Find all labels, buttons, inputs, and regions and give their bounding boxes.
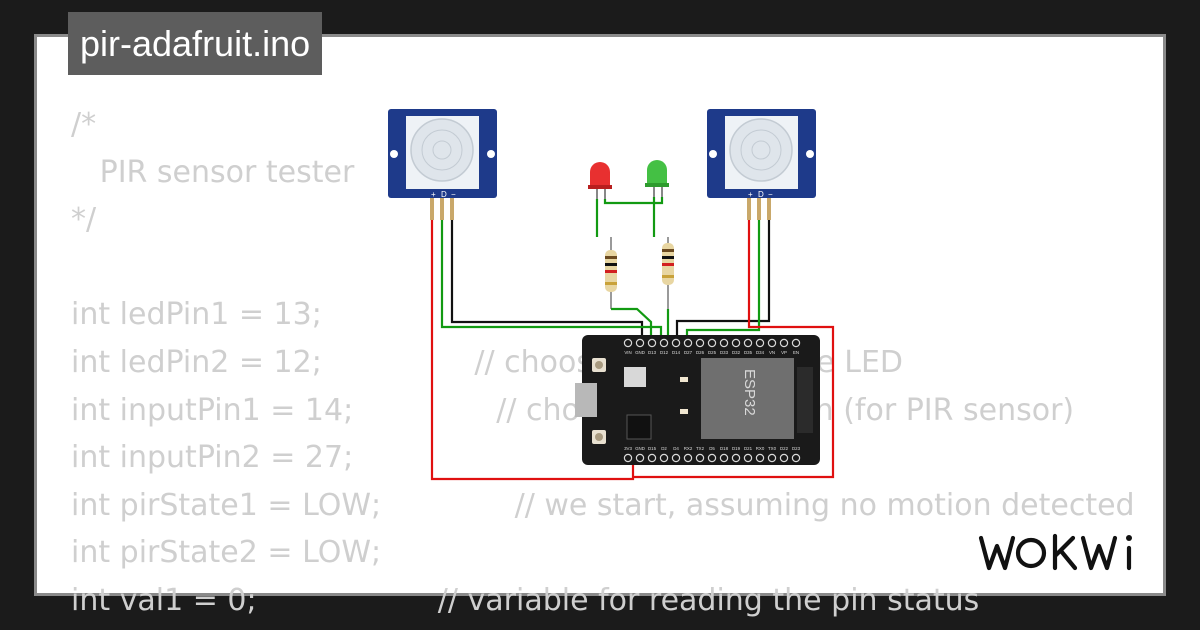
board-pin-label: RX2 [684,446,693,451]
code-line: int pirState1 = LOW; // we start, assumi… [71,487,1135,523]
board-pin[interactable] [695,453,705,463]
board-pin-label: D21 [744,446,753,451]
board-pin-label: RX0 [756,446,765,451]
board-pin[interactable] [683,453,693,463]
pir2-pin-d-label: D [758,190,764,199]
board-pin-label: TX2 [696,446,705,451]
board-pin[interactable] [623,453,633,463]
code-line: */ [71,202,97,238]
pir-sensor-2[interactable]: + D − [707,109,816,220]
board-pin[interactable] [719,338,729,348]
wokwi-logo [978,533,1132,571]
board-pin-label: D25 [708,350,717,355]
board-pin-label: D23 [792,446,801,451]
board-pin[interactable] [623,338,633,348]
board-pin[interactable] [767,338,777,348]
board-pin[interactable] [647,453,657,463]
board-pin[interactable] [755,338,765,348]
board-pin-label: 3V3 [624,446,632,451]
pir2-pin-plus-label: + [748,190,753,199]
board-pin[interactable] [779,453,789,463]
board-pin-label: D34 [756,350,765,355]
board-pin-label: VIN [624,350,631,355]
preview-frame: /* PIR sensor tester */ int ledPin1 = 13;… [34,34,1166,618]
board-pin-label: D12 [660,350,669,355]
board-pin-label: TX0 [768,446,777,451]
board-pin-label: D5 [709,446,715,451]
board-pin-label: D14 [672,350,681,355]
board-pin[interactable] [659,453,669,463]
board-pin-label: VN [769,350,775,355]
board-pin[interactable] [707,453,717,463]
board-pin[interactable] [719,453,729,463]
red-led[interactable] [588,162,612,199]
board-pin-label: D19 [732,446,741,451]
board-pin-label: D33 [720,350,729,355]
board-pin[interactable] [779,338,789,348]
code-line: int ledPin1 = 13; [71,297,322,333]
board-pin-label: D15 [648,446,657,451]
board-pin[interactable] [647,338,657,348]
board-pin-label: GND [635,446,645,451]
board-pin[interactable] [659,338,669,348]
board-pin-label: D35 [744,350,753,355]
board-pin[interactable] [767,453,777,463]
board-pin[interactable] [743,338,753,348]
board-pin-label: D18 [720,446,729,451]
board-pin[interactable] [671,338,681,348]
circuit-diagram: + D − + D − [388,109,835,481]
board-pin[interactable] [755,453,765,463]
board-pin[interactable] [791,453,801,463]
board-pin[interactable] [731,453,741,463]
board-pin[interactable] [635,338,645,348]
board-pin-label: D2 [661,446,667,451]
code-line: PIR sensor tester [71,154,355,190]
board-pin-label: VP [781,350,787,355]
board-pin-label: D26 [696,350,705,355]
board-pin[interactable] [731,338,741,348]
board-pin[interactable] [707,338,717,348]
board-pin[interactable] [743,453,753,463]
board-pin-label: GND [635,350,645,355]
board-pin-label: D13 [648,350,657,355]
board-pin-label: D4 [673,446,679,451]
code-line: int inputPin2 = 27; [71,440,354,476]
pir1-pin-d-label: D [441,190,447,199]
code-line: int val1 = 0; // variable for reading th… [71,582,980,618]
board-pin-label: D22 [780,446,789,451]
pir2-pin-minus-label: − [768,190,773,199]
resistor-1[interactable] [605,237,617,309]
board-pin[interactable] [683,338,693,348]
green-led[interactable] [645,160,669,197]
board-pin[interactable] [791,338,801,348]
chip-label: ESP32 [741,369,758,416]
board-pin-label: D32 [732,350,741,355]
code-line: /* [71,107,97,142]
board-pin[interactable] [695,338,705,348]
board-pin[interactable] [635,453,645,463]
file-title: pir-adafruit.ino [68,12,323,75]
board-pin-label: EN [793,350,799,355]
board-pin[interactable] [671,453,681,463]
resistor-2[interactable] [662,237,674,309]
code-line: int pirState2 = LOW; [71,535,382,571]
pir1-pin-minus-label: − [451,190,456,199]
wires [430,197,835,481]
pir1-pin-plus-label: + [431,190,436,199]
pir-sensor-1[interactable]: + D − [388,109,497,220]
board-pin-label: D27 [684,350,693,355]
